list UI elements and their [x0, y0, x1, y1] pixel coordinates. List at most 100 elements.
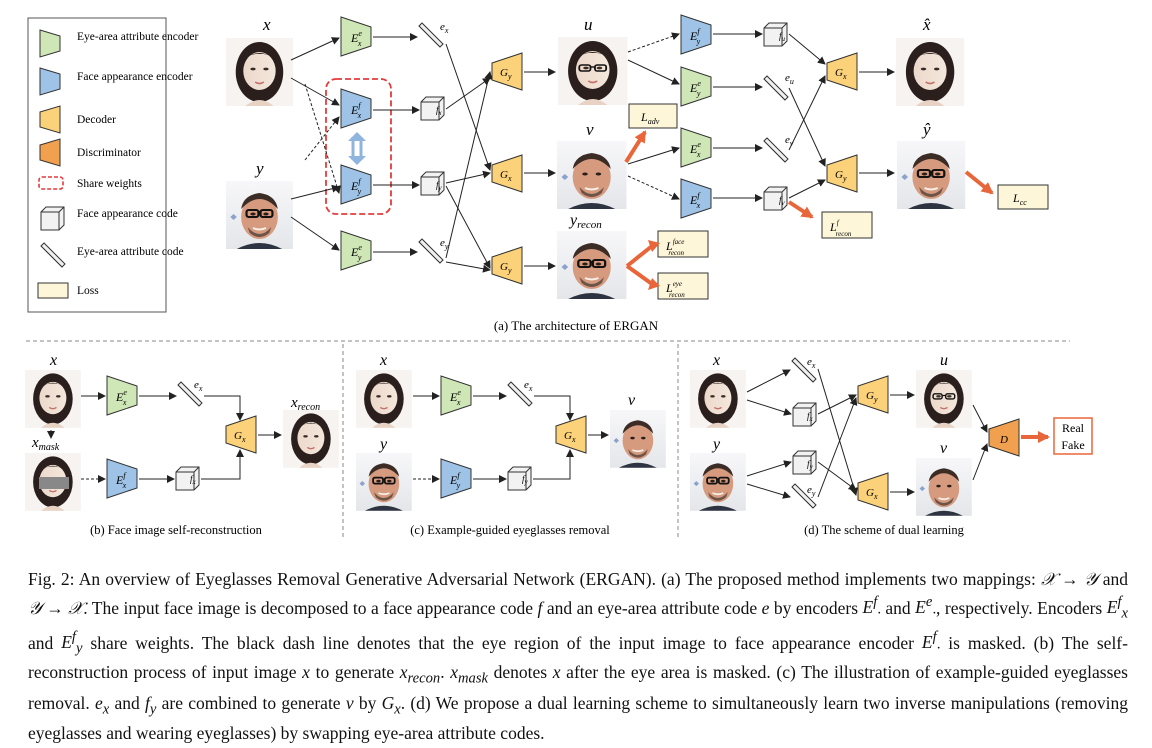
label-y-hat: ŷ	[921, 120, 931, 139]
svg-text:ev: ev	[785, 134, 794, 148]
label-c-y: y	[378, 436, 388, 453]
label-real: Real	[1062, 421, 1085, 435]
svg-text:Gx: Gx	[564, 430, 576, 444]
image-x-hat	[895, 37, 966, 107]
svg-text:ex: ex	[194, 379, 203, 393]
caption-b: (b) Face image self-reconstruction	[90, 523, 263, 537]
svg-text:ex: ex	[807, 356, 816, 370]
image-v	[555, 139, 628, 211]
legend-label-blue: Face appearance encoder	[77, 71, 193, 83]
label-d-v: v	[940, 440, 948, 457]
figure-caption: Fig. 2: An overview of Eyeglasses Remova…	[28, 569, 1129, 743]
decoder-g-y-bottom	[491, 246, 523, 285]
svg-text:Gy: Gy	[835, 169, 847, 183]
svg-text:Efy: Efy	[449, 471, 461, 490]
decoder-g-x-mid	[491, 154, 523, 193]
svg-text:fy: fy	[522, 474, 529, 486]
encoder-b-e-x	[106, 375, 138, 416]
label-b-x: x	[49, 352, 57, 369]
label-x: x	[262, 15, 271, 34]
svg-text:fx: fx	[436, 105, 443, 117]
caption-label: Fig. 2:	[28, 569, 75, 589]
label-y-recon: yrecon	[568, 212, 602, 231]
image-c-v	[609, 409, 667, 469]
svg-text:Efy: Efy	[689, 27, 701, 46]
image-c-x	[355, 369, 413, 429]
mask-block	[39, 477, 69, 489]
image-x	[225, 37, 294, 107]
decoder-c-g-x	[555, 415, 587, 454]
svg-text:fu: fu	[779, 31, 786, 43]
label-d-u: u	[940, 352, 948, 369]
encoder-b-f-x	[106, 458, 138, 499]
image-y	[226, 181, 293, 249]
discriminator-d	[988, 418, 1020, 457]
loss-recon-f	[821, 211, 873, 239]
svg-text:Eex: Eex	[350, 29, 362, 48]
legend-box: Eye-area attribute encoder Face appearan…	[27, 17, 198, 313]
label-u: u	[584, 15, 593, 34]
label-x-hat: x̂	[922, 15, 931, 34]
svg-text:fy: fy	[807, 459, 814, 471]
image-d-x	[689, 369, 747, 429]
caption-d: (d) The scheme of dual learning	[804, 523, 965, 537]
legend-label-loss: Loss	[77, 285, 99, 297]
encoder-e-y-right	[680, 66, 712, 107]
svg-text:fx: fx	[807, 411, 814, 423]
svg-text:eu: eu	[785, 72, 794, 86]
label-y: y	[254, 159, 264, 178]
label-c-x: x	[379, 352, 387, 369]
share-weights-box	[325, 78, 392, 215]
caption-c: (c) Example-guided eyeglasses removal	[410, 523, 610, 537]
svg-text:Eex: Eex	[115, 388, 127, 407]
svg-text:Gx: Gx	[835, 67, 847, 81]
svg-text:Gx: Gx	[234, 430, 246, 444]
svg-text:ey: ey	[807, 484, 816, 498]
real-fake-box	[1053, 417, 1093, 455]
decoder-g-x-right	[826, 52, 858, 91]
svg-text:Eex: Eex	[689, 140, 701, 159]
label-fake: Fake	[1061, 438, 1084, 452]
encoder-f-x	[340, 88, 372, 129]
image-y-hat	[897, 141, 965, 209]
label-b-xmask: xmask	[31, 435, 60, 453]
loss-adv	[628, 103, 678, 129]
figure-diagram: Eye-area attribute encoder Face appearan…	[24, 14, 1093, 540]
svg-text:D: D	[999, 434, 1008, 446]
caption-a: (a) The architecture of ERGAN	[494, 318, 659, 333]
encoder-e-x	[340, 16, 372, 57]
image-b-x	[24, 369, 82, 429]
legend-label-eye-code: Eye-area attribute code	[77, 246, 184, 258]
svg-text:Gx: Gx	[866, 487, 878, 501]
image-d-y	[690, 453, 746, 511]
svg-text:fv: fv	[779, 195, 786, 207]
label-d-y: y	[711, 436, 721, 453]
svg-text:Gx: Gx	[500, 169, 512, 183]
svg-text:Efx: Efx	[689, 191, 701, 210]
encoder-e-y	[340, 230, 372, 271]
label-v: v	[586, 120, 594, 139]
svg-text:Efx: Efx	[350, 101, 362, 120]
encoder-c-e-x	[440, 375, 472, 416]
decoder-d-g-x	[857, 472, 889, 511]
svg-text:Gy: Gy	[500, 67, 512, 81]
panel-d: x y ex fx fy ey Gy Gx u v D Real Fake	[689, 352, 1093, 537]
svg-text:Ladv: Ladv	[640, 110, 660, 126]
encoder-f-y-right	[680, 14, 712, 55]
svg-text:ey: ey	[440, 237, 449, 251]
svg-text:fx: fx	[190, 474, 197, 486]
svg-text:fy: fy	[436, 180, 443, 192]
image-d-u	[916, 370, 972, 428]
label-d-x: x	[712, 352, 720, 369]
svg-text:Lcc: Lcc	[1012, 191, 1027, 207]
image-y-recon	[557, 231, 626, 299]
svg-text:Gy: Gy	[500, 261, 512, 275]
image-d-v	[915, 457, 973, 517]
svg-text:ex: ex	[524, 379, 533, 393]
